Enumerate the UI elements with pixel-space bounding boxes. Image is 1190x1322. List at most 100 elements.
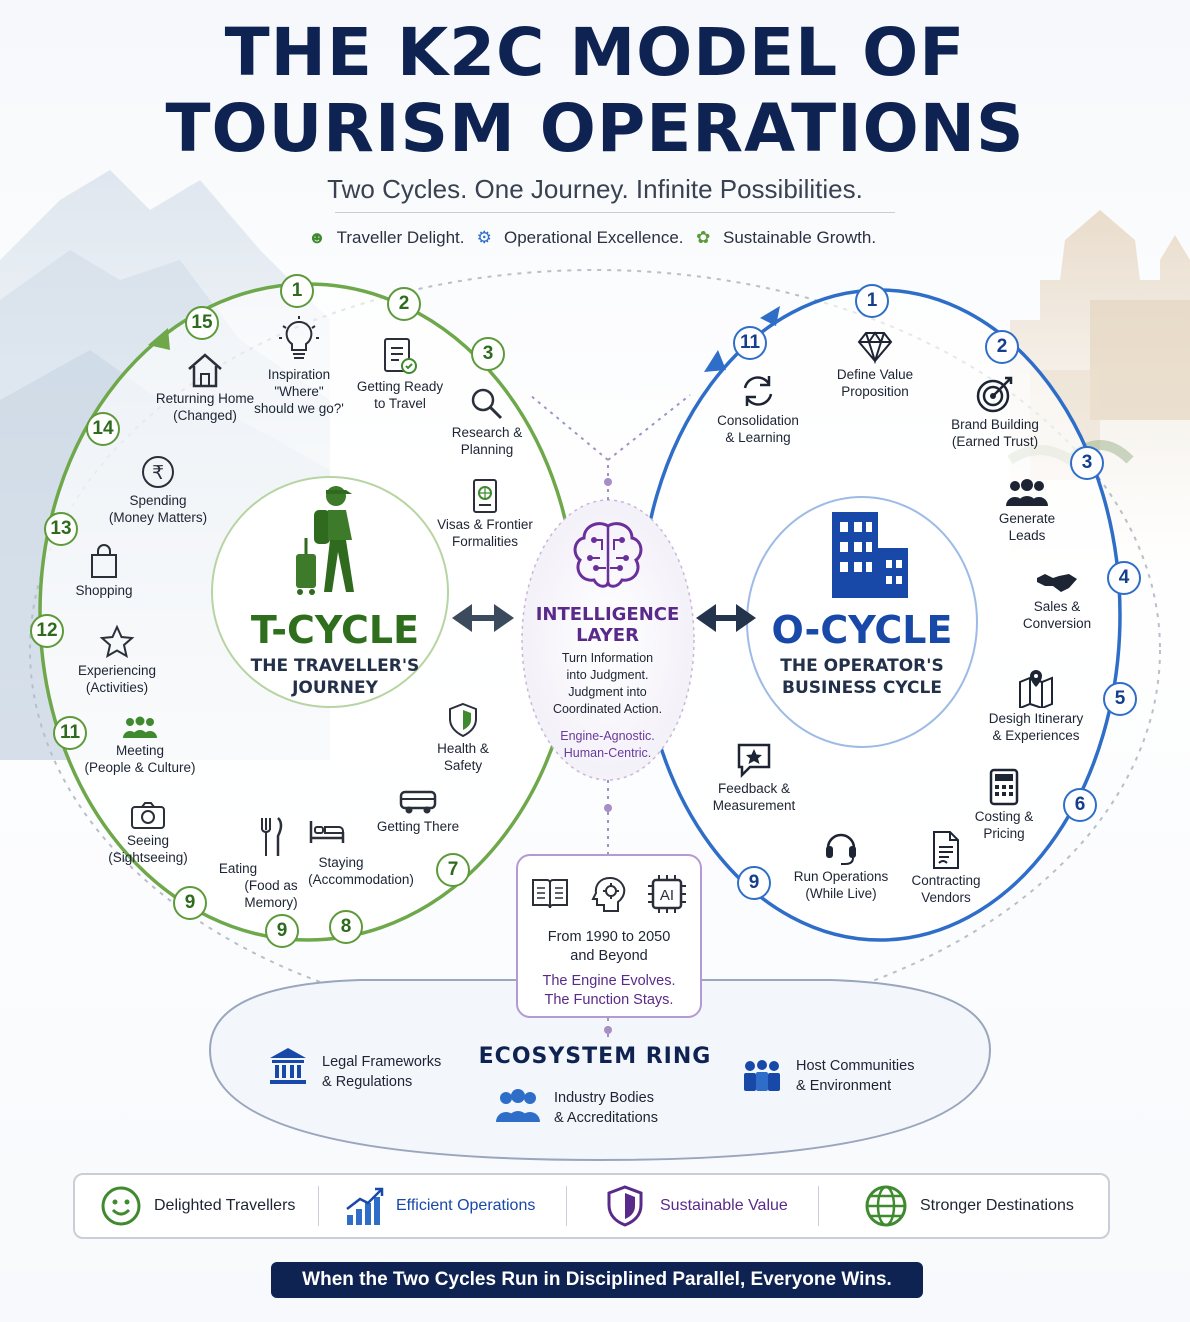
intelligence-layer-text: Turn Information into Judgment. Judgment… (552, 651, 663, 716)
o-badge-2: 2 (985, 330, 1019, 364)
t-item-meeting: Meeting (People & Culture) (80, 716, 200, 776)
book-icon (532, 879, 568, 909)
o-badge-9: 9 (737, 866, 771, 900)
o-item-itinerary: Desigh Itinerary & Experiences (976, 668, 1096, 744)
shield-icon (449, 702, 477, 738)
t-badge-15: 15 (185, 306, 219, 340)
o-cycle-subtitle: THE OPERATOR'S BUSINESS CYCLE (780, 656, 944, 698)
contract-icon (933, 831, 959, 869)
growth-chart-icon (346, 1187, 384, 1225)
o-cycle-title: O-CYCLE (771, 608, 953, 652)
t-badge-2: 2 (387, 287, 421, 321)
t-badge-1: 1 (280, 274, 314, 308)
t-badge-14: 14 (86, 412, 120, 446)
t-item-visas: Visas & Frontier Formalities (430, 478, 540, 550)
outcome-stronger-destinations: Stronger Destinations (864, 1185, 1074, 1227)
tagline-sustainable: Sustainable Growth. (722, 228, 877, 247)
checklist-icon (384, 338, 417, 374)
outcome-divider (318, 1186, 319, 1226)
t-item-getting-there: Getting There (368, 788, 468, 835)
t-item-research: Research & Planning (437, 386, 537, 458)
t-cycle-title: T-CYCLE (250, 608, 420, 652)
gear-icon: ⚙ (476, 228, 492, 247)
t-cycle-subtitle: THE TRAVELLER'S JOURNEY (250, 656, 420, 698)
target-icon (976, 376, 1013, 413)
t-item-inspiration: Inspiration "Where" should we go?' (244, 316, 354, 417)
calculator-icon (989, 768, 1019, 806)
o-item-contracting: Contracting Vendors (900, 830, 992, 906)
o-item-sales: Sales & Conversion (1012, 570, 1102, 632)
o-item-consolidation: Consolidation & Learning (708, 372, 808, 446)
outer-dashed-loop (29, 269, 1161, 1031)
shopping-bag-icon (91, 544, 117, 578)
group-icon (1006, 479, 1048, 506)
o-badge-11: 11 (733, 326, 767, 360)
tagline-operational: Operational Excellence. (503, 228, 684, 247)
evolution-box (516, 854, 702, 1018)
t-badge-7: 7 (436, 853, 470, 887)
t-badge-9b: 9 (265, 914, 299, 948)
evolution-text: From 1990 to 2050 and Beyond (547, 929, 671, 964)
ai-chip-label: AI (660, 887, 674, 904)
t-badge-3: 3 (471, 337, 505, 371)
magnifier-icon (471, 388, 503, 420)
outcome-delighted-travellers: Delighted Travellers (100, 1186, 295, 1226)
footer-banner: When the Two Cycles Run in Disciplined P… (271, 1262, 923, 1298)
fork-knife-icon (261, 817, 283, 856)
intelligence-layer-title: INTELLIGENCE LAYER (535, 604, 680, 646)
o-badge-5: 5 (1103, 682, 1137, 716)
o-badge-3: 3 (1070, 446, 1104, 480)
o-badge-4: 4 (1107, 561, 1141, 595)
rupee-icon: ₹ (142, 456, 174, 488)
courthouse-icon (270, 1048, 306, 1084)
o-item-define-value: Define Value Proposition (820, 330, 930, 400)
camera-icon (131, 802, 165, 829)
smiley-icon (101, 1186, 141, 1226)
t-badge-13: 13 (44, 512, 78, 546)
purple-shield-icon (607, 1185, 643, 1227)
t-item-getting-ready: Getting Ready to Travel (350, 334, 450, 412)
building-icon (832, 512, 908, 598)
o-badge-1: 1 (855, 284, 889, 318)
double-arrow-left (452, 604, 514, 632)
outcome-divider (818, 1186, 819, 1226)
ecosystem-industry: Industry Bodies & Accreditations (554, 1090, 658, 1126)
industry-people-icon (496, 1089, 540, 1122)
intelligence-layer-tag: Engine-Agnostic. Human-Centric. (560, 729, 655, 760)
o-item-run-operations: Run Operations (While Live) (786, 828, 896, 902)
svg-text:₹: ₹ (152, 462, 164, 484)
ecosystem-host: Host Communities & Environment (796, 1058, 915, 1094)
headset-icon (826, 833, 856, 865)
tagline-row: ☻ Traveller Delight. ⚙ Operational Excel… (0, 228, 1190, 248)
people-icon (123, 716, 157, 738)
t-badge-9a: 9 (173, 886, 207, 920)
t-item-shopping: Shopping (64, 544, 144, 599)
t-item-health: Health & Safety (418, 702, 508, 774)
map-pin-icon (1019, 670, 1053, 708)
brain-icon (573, 522, 643, 588)
t-badge-11: 11 (53, 716, 87, 750)
t-badge-12: 12 (30, 614, 64, 648)
lightbulb-icon (279, 316, 319, 359)
feedback-star-icon (737, 743, 771, 778)
t-item-spending: ₹ Spending (Money Matters) (98, 454, 218, 526)
subtitle-divider (335, 212, 895, 213)
diamond-icon (857, 331, 893, 364)
o-item-generate-leads: Generate Leads (982, 478, 1072, 544)
o-badge-6: 6 (1063, 788, 1097, 822)
star-icon (99, 624, 135, 659)
evolution-tag: The Engine Evolves. The Function Stays. (542, 973, 676, 1008)
bed-icon (309, 821, 345, 843)
t-badge-8: 8 (329, 910, 363, 944)
community-icon (744, 1060, 780, 1091)
ecosystem-legal: Legal Frameworks & Regulations (322, 1054, 442, 1090)
globe-icon (865, 1185, 907, 1227)
o-item-feedback: Feedback & Measurement (706, 742, 802, 814)
t-item-staying: Staying (Accommodation) (296, 818, 426, 888)
traveller-icon (296, 486, 354, 595)
ecosystem-ring-shape (208, 979, 992, 1162)
head-gear-icon (591, 876, 626, 912)
tagline-traveller: Traveller Delight. (336, 228, 465, 247)
t-item-returning-home: Returning Home (Changed) (150, 352, 260, 424)
